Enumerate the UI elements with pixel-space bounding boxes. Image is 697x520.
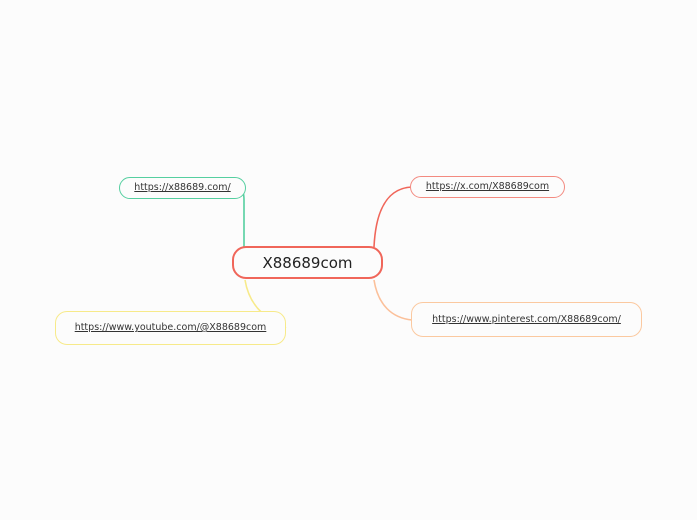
link-root-to-x-com <box>373 186 413 248</box>
root-topic[interactable]: X88689com <box>232 246 383 279</box>
link-root-to-pinterest <box>373 279 413 321</box>
topic-x-com-link[interactable]: https://x.com/X88689com <box>410 176 565 198</box>
topic-x88689-link[interactable]: https://x88689.com/ <box>119 177 246 199</box>
topic-pinterest-link[interactable]: https://www.pinterest.com/X88689com/ <box>411 302 642 337</box>
topic-youtube-link[interactable]: https://www.youtube.com/@X88689com <box>55 311 286 345</box>
